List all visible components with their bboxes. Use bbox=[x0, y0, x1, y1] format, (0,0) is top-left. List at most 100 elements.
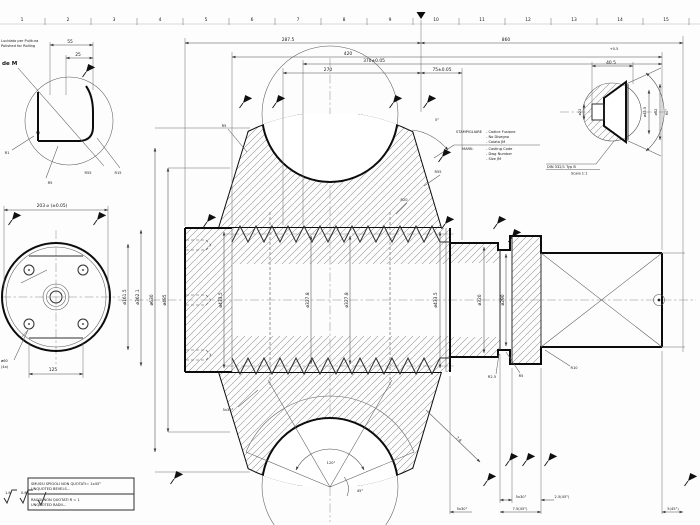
ruler-number: 8 bbox=[343, 17, 346, 23]
stamp-item5: - Dwg Number bbox=[486, 152, 513, 156]
dim-203: 203 ⌀ (±0.05) bbox=[37, 203, 68, 209]
dim-dia290: ø290 bbox=[500, 294, 506, 305]
dim-420: 420 bbox=[344, 51, 353, 57]
dim-r5-top: R5 bbox=[222, 124, 227, 128]
dim-860: 860 bbox=[502, 37, 511, 43]
dim-r1: R1 bbox=[5, 151, 10, 155]
dim-dia4335-left: ø433.5 bbox=[218, 292, 224, 307]
ruler-number: 9 bbox=[389, 17, 392, 23]
title-block: SMUSSI SPIGOLI NON QUOTATI= 1x45° UNQUOT… bbox=[3, 477, 135, 511]
dim-dia630: ø630 bbox=[149, 294, 155, 305]
roughness-value-1: 1.6 bbox=[5, 491, 11, 495]
tapped-holes bbox=[186, 239, 212, 361]
ruler-number: 10 bbox=[433, 17, 439, 23]
ruler-marker-icon[interactable] bbox=[416, 12, 426, 19]
stamp-title: STAMPIGLIARE bbox=[456, 130, 483, 134]
dim-78: 7.8 bbox=[455, 436, 462, 443]
dim-45deg: 45° bbox=[357, 489, 364, 493]
radius-callouts: R5 5° R55 R20 R2.5 R5 R10 5x30° bbox=[222, 118, 579, 412]
dim-2545: 2.5(45°) bbox=[555, 495, 570, 499]
dim-5x30-left: 5x30° bbox=[223, 408, 234, 412]
flange-face-view: 203 ⌀ (±0.05) 125 ø60 (4x) ø161.5 ø362.1 bbox=[1, 203, 143, 378]
bottom-angle-construction: 120° 45° 7.8 bbox=[245, 379, 481, 497]
dim-55: 55 bbox=[67, 39, 73, 45]
hole-leader-line1: ø60 bbox=[1, 359, 8, 363]
titleblock-row2-it: RAGGI NON QUOTATI R = 1 bbox=[31, 498, 80, 502]
datum-flag-icon bbox=[544, 452, 558, 467]
dim-r5b: R5 bbox=[48, 181, 53, 185]
dim-75: 75±0.05 bbox=[432, 67, 451, 73]
dim-r25: R2.5 bbox=[488, 375, 496, 379]
dim-5x30-c: 5x30° bbox=[457, 507, 468, 511]
dim-120deg: 120° bbox=[327, 461, 336, 465]
ruler-number: 14 bbox=[617, 17, 623, 23]
center-hole-detail: 60° 40.5 +0.5 ø22 ø43.5 ø52 DIN 332/1 Ty… bbox=[546, 47, 669, 176]
dim-r10: R10 bbox=[570, 366, 578, 370]
ruler-number: 11 bbox=[479, 17, 485, 23]
dim-25: 25 bbox=[75, 52, 81, 58]
dim-r55: R55 bbox=[434, 170, 441, 174]
ruler-number: 7 bbox=[297, 17, 300, 23]
dim-r20: R20 bbox=[400, 198, 408, 202]
dim-dia485: ø485 bbox=[162, 294, 168, 305]
datum-flag-icon bbox=[239, 94, 253, 109]
datum-flag-icon bbox=[483, 472, 497, 487]
finish-note-line1: Lucidato per Pulitura bbox=[1, 39, 38, 43]
dim-270: 270 bbox=[324, 67, 333, 73]
dim-dia3278-a: ø327.8 bbox=[305, 292, 311, 307]
ruler-number: 12 bbox=[525, 17, 531, 23]
dim-dia22: ø22 bbox=[578, 109, 582, 116]
ruler-number: 6 bbox=[251, 17, 254, 23]
stamp-item3: - Colata JM bbox=[486, 140, 505, 144]
dim-dia320: ø320 bbox=[477, 294, 483, 305]
dim-dia3278-b: ø327.8 bbox=[344, 292, 350, 307]
stamp-item2: - No Disegno bbox=[486, 135, 509, 139]
datum-flag-icon bbox=[493, 215, 507, 230]
dim-545: 5(45°) bbox=[667, 507, 679, 511]
roughness-symbols: 1.6 0.8 bbox=[3, 489, 47, 507]
datum-flag-icon bbox=[8, 211, 22, 226]
datum-flag-icon bbox=[684, 472, 698, 487]
ruler-number: 4 bbox=[159, 17, 162, 23]
din-note-line2: Scala 1:1 bbox=[571, 172, 588, 176]
datum-flag-icon bbox=[272, 94, 286, 109]
dim-a5: 5° bbox=[435, 118, 439, 122]
dim-r55: R55 bbox=[84, 171, 91, 175]
ruler-number: 2 bbox=[67, 17, 70, 23]
detail-ref-label: de M bbox=[2, 61, 18, 67]
main-section-view: 287.5 860 420 370±0.05 270 75±0.05 ø630 … bbox=[149, 20, 685, 525]
bottom-chamfer-dimensions: 5x30° 2.5(45°) 5x30° 7.5(45°) 5(45°) bbox=[449, 351, 684, 514]
datum-flag-icon bbox=[522, 452, 536, 467]
stamp-item4: - Casting Code bbox=[486, 147, 513, 151]
top-dimensions: 287.5 860 420 370±0.05 270 75±0.05 bbox=[184, 20, 684, 250]
datum-flag-icon bbox=[441, 215, 455, 230]
dim-dia435: ø43.5 bbox=[643, 107, 647, 117]
hole-leader-line2: (4x) bbox=[1, 365, 9, 369]
ruler-number: 13 bbox=[571, 17, 577, 23]
dim-dia52: ø52 bbox=[654, 109, 658, 116]
datum-flag-icon bbox=[82, 63, 96, 78]
dim-370: 370±0.05 bbox=[363, 58, 385, 64]
datum-flag-icon bbox=[438, 148, 452, 163]
dim-dia-b: ø362.1 bbox=[135, 289, 141, 304]
dim-7545: 7.5(45°) bbox=[513, 507, 528, 511]
datum-flag-icon bbox=[203, 213, 217, 228]
titleblock-row1-en: UNQUOTED BEVELS... bbox=[31, 487, 70, 491]
ruler-number: 15 bbox=[663, 17, 669, 23]
ruler-number: 3 bbox=[113, 17, 116, 23]
datum-flag-icon bbox=[389, 94, 403, 109]
stamp-note: STAMPIGLIARE - Codice Fusione - No Diseg… bbox=[433, 130, 540, 161]
stamp-item1: - Codice Fusione bbox=[486, 130, 516, 134]
datum-flag-icon bbox=[423, 94, 437, 109]
dim-125: 125 bbox=[49, 367, 58, 373]
dim-287: 287.5 bbox=[282, 37, 295, 43]
dim-5x30-b: 5x30° bbox=[516, 495, 527, 499]
dim-r5-groove: R5 bbox=[519, 374, 524, 378]
din-note-line1: DIN 332/1 Typ B bbox=[547, 165, 576, 169]
roughness-value-2: 0.8 bbox=[21, 491, 27, 495]
detail-m-view: 55 25 R5 R5 R55 R15 R1 Lucidato per Puli… bbox=[1, 39, 122, 185]
titleblock-row2-en: UNQUOTED RADII... bbox=[31, 503, 66, 507]
datum-flag-icon bbox=[170, 470, 184, 485]
